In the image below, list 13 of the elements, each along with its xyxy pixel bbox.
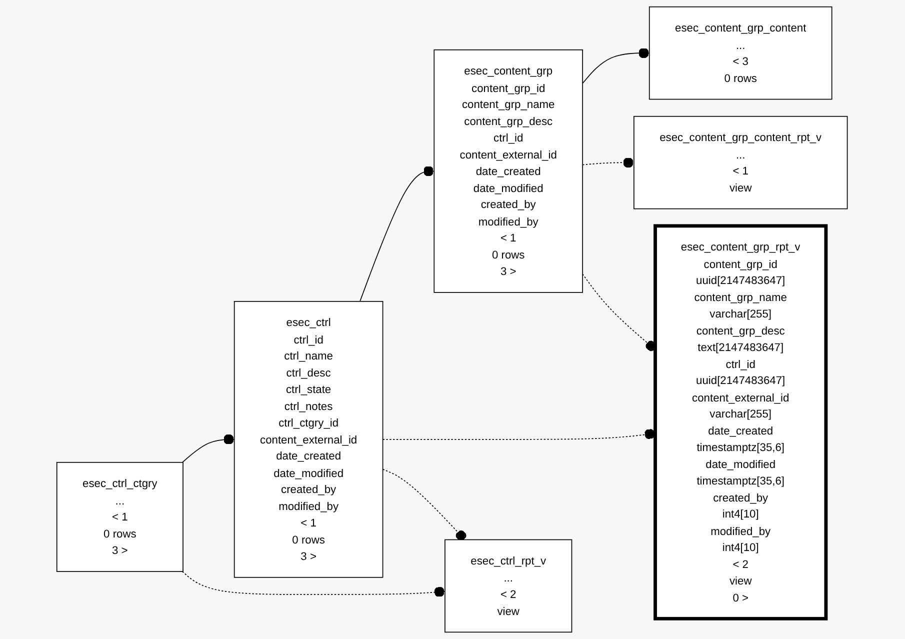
node-box: esec_content_grp_content_rpt_v ... < 1 view (634, 116, 848, 210)
connector (582, 157, 635, 168)
connector (582, 48, 650, 84)
connector (182, 571, 446, 598)
connector (360, 166, 435, 302)
node-box: esec_ctrl_ctgry ... < 1 0 rows 3 > (56, 462, 184, 572)
node-box: esec_content_grp content_grp_id content_grp_name content_grp_desc ctrl_id content_external_id date_created date_modified created_by modified_by < 1 0 rows 3 > (434, 49, 584, 293)
node-box: esec_ctrl_rpt_v ... < 2 view (444, 539, 573, 633)
node-box: esec_content_grp_rpt_v content_grp_id uuid[2147483647] content_grp_name varchar[255] content_grp_desc text[2147483647] ctrl_id uuid[2147483647] content_external_id varchar[255] date_created timestamptz[35,6] date_modified timestamptz[35,6] created_by int4[10] modified_by int4[10] < 2 view 0 > (654, 224, 828, 620)
node-box: esec_ctrl ctrl_id ctrl_name ctrl_desc ctrl_state ctrl_notes ctrl_ctgry_id content_external_id date_created date_modified created_by modified_by < 1 0 rows 3 > (234, 300, 384, 578)
node-box: esec_content_grp_content ... < 3 0 rows (649, 6, 833, 100)
connector (182, 434, 236, 463)
connector (382, 468, 467, 541)
